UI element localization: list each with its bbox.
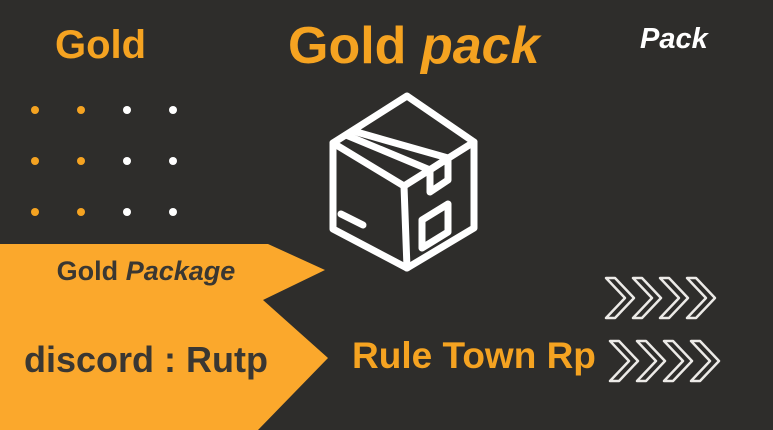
dot-icon [31, 157, 39, 165]
box-tape-line-2 [342, 131, 434, 174]
box-tape-line-1 [349, 127, 452, 162]
ribbon-line1-italic: Package [125, 256, 236, 286]
chevron-right-icon [608, 339, 640, 383]
dot-icon [31, 106, 39, 114]
chevron-row-bottom [608, 339, 721, 383]
pack-label: Pack [640, 23, 708, 55]
ribbon-banner [0, 244, 328, 430]
chevron-right-icon [689, 339, 721, 383]
chevron-right-icon [604, 276, 636, 320]
chevron-right-icon [662, 339, 694, 383]
chevron-right-icon [631, 276, 663, 320]
dot-icon [77, 208, 85, 216]
chevron-row-top [604, 276, 717, 320]
dot-icon [31, 208, 39, 216]
box-label [418, 200, 452, 252]
chevron-right-icon [685, 276, 717, 320]
dot-grid [31, 106, 177, 216]
box-dash [337, 210, 367, 229]
ribbon-line1-regular: Gold [56, 256, 119, 286]
chevron-right-icon [658, 276, 690, 320]
title-regular: Gold [288, 17, 407, 75]
package-box-icon [329, 92, 478, 272]
ribbon-shape [0, 244, 328, 430]
box-tape-flap [426, 154, 452, 196]
title-italic: pack [420, 17, 540, 75]
dot-icon [123, 106, 131, 114]
box-front-edge [400, 182, 411, 272]
discord-handle: discord : Rutp [24, 339, 268, 380]
dot-icon [123, 157, 131, 165]
gold-label: Gold [55, 23, 147, 67]
dot-icon [169, 208, 177, 216]
dot-icon [169, 157, 177, 165]
dot-icon [169, 106, 177, 114]
server-name: Rule Town Rp [352, 335, 596, 376]
chevron-right-icon [635, 339, 667, 383]
dot-icon [77, 106, 85, 114]
dot-icon [77, 157, 85, 165]
dot-icon [123, 208, 131, 216]
